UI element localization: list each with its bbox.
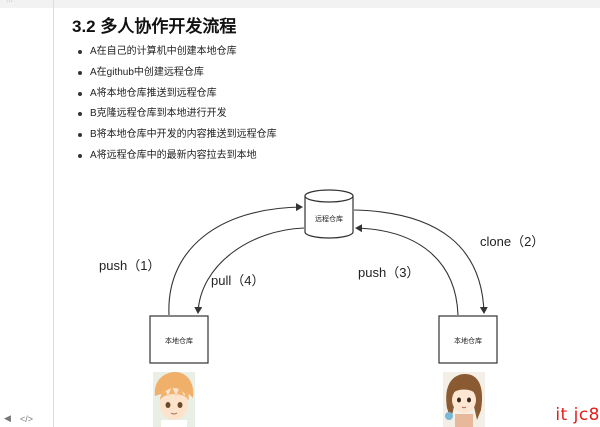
clone-2-arrow xyxy=(353,209,488,314)
push-1-arrow xyxy=(168,203,303,316)
local-repo-b-label: 本地仓库 xyxy=(454,336,482,345)
section-title: 3.2 多人协作开发流程 xyxy=(72,17,237,36)
step-item: A在自己的计算机中创建本地仓库 xyxy=(78,42,277,63)
developer-b-avatar xyxy=(443,372,485,427)
clone-2-label: clone（2） xyxy=(480,234,544,249)
remote-repo-label: 远程仓库 xyxy=(315,214,343,223)
local-repo-a-label: 本地仓库 xyxy=(165,336,193,345)
step-item: B将本地仓库中开发的内容推送到远程仓库 xyxy=(78,125,277,146)
watermark-logo: it jc8 xyxy=(555,405,600,425)
prev-slide-button[interactable]: ◀ xyxy=(4,413,11,423)
window-top-strip: ··· xyxy=(0,0,600,8)
developer-a-avatar xyxy=(153,372,195,427)
push-3-label: push（3） xyxy=(358,265,419,280)
push-1-label: push（1） xyxy=(99,258,160,273)
code-view-button[interactable]: </> xyxy=(20,414,34,424)
remote-repo-node: 远程仓库 xyxy=(304,189,354,239)
slide-nav-bar: ◀ </> xyxy=(0,411,60,427)
pull-4-arrow xyxy=(194,227,305,314)
pull-4-label: pull（4） xyxy=(211,273,264,288)
step-item: A在github中创建远程仓库 xyxy=(78,63,277,84)
step-item: A将本地仓库推送到远程仓库 xyxy=(78,84,277,105)
push-3-arrow xyxy=(355,224,459,316)
step-item: B克隆远程仓库到本地进行开发 xyxy=(78,104,277,125)
local-repo-b-node: 本地仓库 xyxy=(438,315,498,364)
local-repo-a-node: 本地仓库 xyxy=(149,315,209,364)
workflow-steps-list: A在自己的计算机中创建本地仓库 A在github中创建远程仓库 A将本地仓库推送… xyxy=(78,42,277,167)
top-strip-text: ··· xyxy=(6,0,13,5)
step-item: A将远程仓库中的最新内容拉去到本地 xyxy=(78,146,277,167)
left-divider xyxy=(53,0,54,427)
